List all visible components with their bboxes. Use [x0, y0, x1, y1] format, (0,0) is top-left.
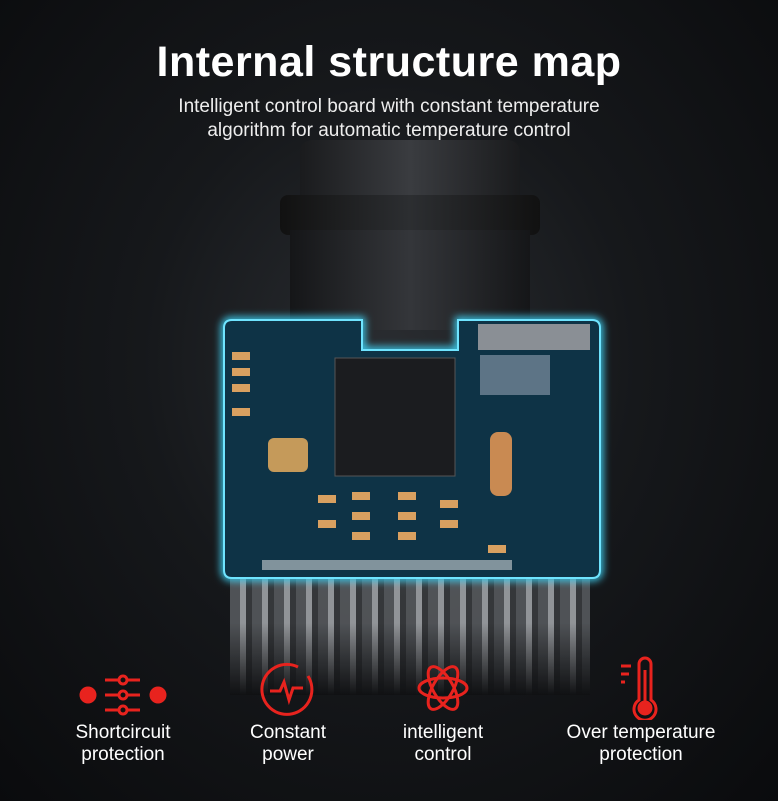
- subtitle-line-2: algorithm for automatic temperature cont…: [207, 120, 571, 141]
- page-title: Internal structure map: [156, 38, 622, 86]
- feature-label: control: [414, 744, 472, 765]
- feature-label: intelligent: [402, 722, 484, 743]
- feature-label: Shortcircuit: [75, 722, 171, 743]
- relay: [480, 355, 550, 395]
- feature-label: protection: [81, 744, 165, 765]
- heatsink: [230, 575, 590, 695]
- subtitle-line-1: Intelligent control board with constant …: [178, 96, 600, 117]
- crystal: [268, 438, 308, 472]
- feature-label: power: [262, 744, 314, 765]
- thermometer-icon: [556, 655, 726, 720]
- atom-icon: [358, 655, 528, 720]
- header-pins: [478, 324, 590, 350]
- feature-label: Constant: [249, 722, 327, 743]
- lamp-body: [290, 230, 530, 330]
- feature-label: Over temperature: [566, 722, 716, 743]
- subtitle: Intelligent control board with constant …: [0, 95, 778, 143]
- main-chip: [334, 357, 456, 477]
- feature-label: protection: [599, 744, 683, 765]
- shortcircuit-icon: [38, 655, 208, 720]
- constant-power-icon: [203, 655, 373, 720]
- resistor: [490, 432, 512, 496]
- lamp-mount-ring: [280, 195, 540, 235]
